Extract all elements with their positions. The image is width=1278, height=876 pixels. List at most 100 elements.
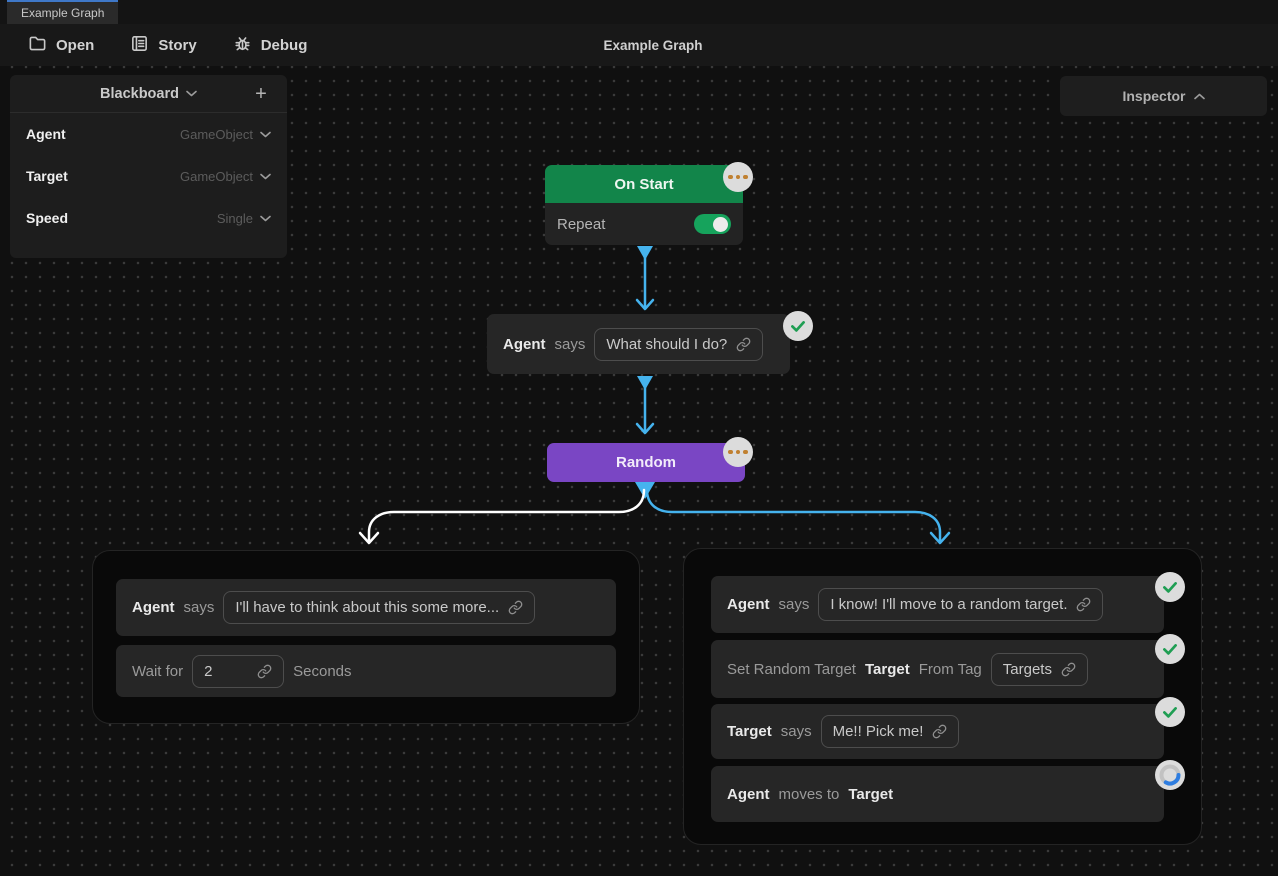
field-value: 2 — [204, 663, 212, 680]
say-text-field[interactable]: I know! I'll move to a random target. — [818, 588, 1103, 621]
inspector-panel-toggle[interactable]: Inspector — [1060, 76, 1267, 116]
menu-dot — [728, 450, 733, 455]
tab-bar: Example Graph — [0, 0, 1278, 24]
chevron-up-icon — [1194, 93, 1205, 100]
link-icon — [1076, 597, 1091, 612]
debug-button[interactable]: Debug — [225, 28, 316, 63]
node-menu-badge[interactable] — [723, 162, 753, 192]
field-value: Targets — [1003, 661, 1052, 678]
chevron-down-icon — [260, 173, 271, 180]
chevron-down-icon — [260, 215, 271, 222]
menu-dot — [728, 175, 733, 180]
verb-label: says — [184, 599, 215, 616]
blackboard-panel: Blackboard + Agent GameObject Target Gam… — [10, 75, 287, 258]
story-icon — [130, 34, 149, 57]
edge-random-to-right-branch — [647, 490, 949, 543]
node-random[interactable]: Random — [547, 443, 745, 482]
variable-type-dropdown[interactable]: GameObject — [180, 169, 271, 184]
variable-row-speed[interactable]: Speed Single — [10, 197, 287, 239]
variable-name: Speed — [26, 210, 68, 226]
story-button[interactable]: Story — [122, 28, 204, 63]
chevron-down-icon — [260, 131, 271, 138]
variable-row-agent[interactable]: Agent GameObject — [10, 113, 287, 155]
node-wait[interactable]: Wait for 2 Seconds — [116, 645, 616, 697]
spinner-icon — [1155, 760, 1185, 790]
status-badge-completed — [783, 311, 813, 341]
group-right-branch[interactable]: Agent says I know! I'll move to a random… — [683, 548, 1202, 845]
repeat-toggle[interactable] — [694, 214, 731, 234]
variable-type-dropdown[interactable]: Single — [217, 211, 271, 226]
status-badge-running — [1155, 760, 1185, 790]
inspector-title: Inspector — [1122, 88, 1185, 104]
open-label: Open — [56, 37, 94, 54]
node-menu-badge[interactable] — [723, 437, 753, 467]
node-on-start[interactable]: On Start Repeat — [545, 165, 743, 245]
link-icon — [1061, 662, 1076, 677]
verb-label: says — [555, 336, 586, 353]
edge-onstart-to-ask — [637, 246, 653, 309]
variable-name: Agent — [26, 126, 66, 142]
link-icon — [736, 337, 751, 352]
edge-random-to-left-branch — [360, 490, 644, 543]
wait-prefix-label: Wait for — [132, 663, 183, 680]
on-start-header[interactable]: On Start — [545, 165, 743, 203]
blackboard-header[interactable]: Blackboard + — [10, 75, 287, 113]
action-label: Set Random Target — [727, 661, 856, 678]
open-button[interactable]: Open — [20, 28, 102, 63]
target-label: Target — [848, 786, 893, 803]
story-label: Story — [158, 37, 196, 54]
variable-row-target[interactable]: Target GameObject — [10, 155, 287, 197]
node-target-says[interactable]: Target says Me!! Pick me! — [711, 704, 1164, 759]
variable-name: Target — [26, 168, 68, 184]
subject-label: Agent — [503, 336, 546, 353]
group-left-branch[interactable]: Agent says I'll have to think about this… — [92, 550, 640, 724]
menu-dot — [743, 175, 748, 180]
node-agent-says-know[interactable]: Agent says I know! I'll move to a random… — [711, 576, 1164, 633]
variable-type-dropdown[interactable]: GameObject — [180, 127, 271, 142]
subject-label: Agent — [727, 596, 770, 613]
add-variable-button[interactable]: + — [249, 82, 273, 106]
link-icon — [508, 600, 523, 615]
verb-label: says — [781, 723, 812, 740]
verb-label: says — [779, 596, 810, 613]
bug-icon — [233, 34, 252, 57]
say-text-field[interactable]: I'll have to think about this some more.… — [223, 591, 535, 624]
random-output-port — [635, 482, 655, 499]
subject-label: Agent — [132, 599, 175, 616]
say-text-field[interactable]: Me!! Pick me! — [821, 715, 960, 748]
wait-seconds-field[interactable]: 2 — [192, 655, 284, 688]
subject-label: Agent — [727, 786, 770, 803]
menu-dot — [743, 450, 748, 455]
graph-canvas[interactable]: Blackboard + Agent GameObject Target Gam… — [0, 66, 1278, 876]
say-text-field[interactable]: What should I do? — [594, 328, 763, 361]
folder-icon — [28, 34, 47, 57]
graph-title: Example Graph — [603, 38, 702, 53]
toolbar: Open Story Debug Example Graph — [0, 24, 1278, 66]
on-start-body: Repeat — [545, 203, 743, 245]
field-value: Me!! Pick me! — [833, 723, 924, 740]
menu-dot — [736, 450, 741, 455]
node-set-random-target[interactable]: Set Random Target Target From Tag Target… — [711, 640, 1164, 698]
link-icon — [257, 664, 272, 679]
node-agent-says-think[interactable]: Agent says I'll have to think about this… — [116, 579, 616, 636]
status-badge-completed — [1155, 634, 1185, 664]
tab-example-graph[interactable]: Example Graph — [7, 0, 118, 24]
status-badge-completed — [1155, 697, 1185, 727]
subject-label: Target — [727, 723, 772, 740]
variable-label: Target — [865, 661, 910, 678]
chevron-down-icon — [186, 90, 197, 97]
toggle-knob — [713, 217, 728, 232]
from-tag-label: From Tag — [919, 661, 982, 678]
field-value: I know! I'll move to a random target. — [830, 596, 1067, 613]
node-agent-moves-to[interactable]: Agent moves to Target — [711, 766, 1164, 822]
node-agent-says-ask[interactable]: Agent says What should I do? — [487, 314, 790, 374]
repeat-label: Repeat — [557, 216, 605, 233]
field-value: What should I do? — [606, 336, 727, 353]
action-label: moves to — [779, 786, 840, 803]
tag-field[interactable]: Targets — [991, 653, 1088, 686]
check-icon — [1158, 575, 1182, 599]
status-badge-completed — [1155, 572, 1185, 602]
variable-type-label: Single — [217, 211, 253, 226]
wait-suffix-label: Seconds — [293, 663, 351, 680]
